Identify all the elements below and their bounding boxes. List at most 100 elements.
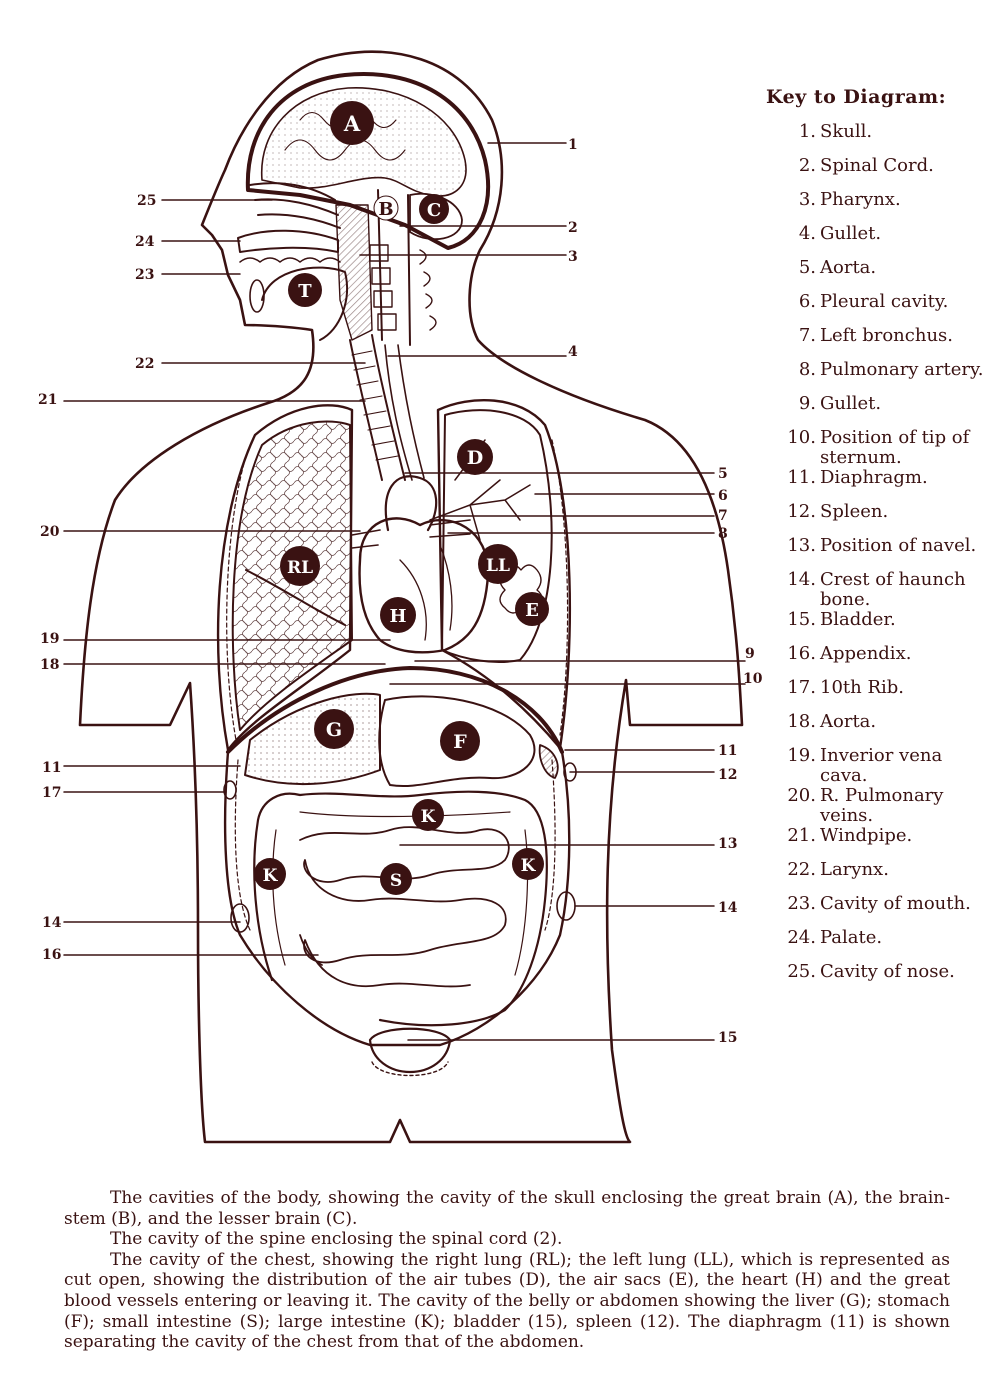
- region-d-label: D: [467, 447, 483, 469]
- key-item-number: 8.: [798, 359, 816, 380]
- key-item-label: Bladder.: [820, 609, 896, 630]
- chest-wall-left-inner: [551, 439, 569, 736]
- callout-23: 23: [135, 267, 154, 283]
- region-c-badge: C: [419, 194, 449, 224]
- region-e-badge: E: [515, 592, 549, 626]
- region-a-badge: A: [330, 101, 374, 145]
- region-k-badge: K: [254, 858, 286, 890]
- body-outline: [78, 50, 744, 1144]
- callout-25: 25: [137, 193, 156, 209]
- callout-16: 16: [42, 947, 61, 963]
- callout-2: 2: [568, 220, 578, 236]
- callout-numbers: 1 2 3 4 5 6 7 8 9 10 11 12 13 14 15 25 2…: [38, 137, 763, 1046]
- key-item-label: Crest of haunch bone.: [820, 569, 966, 610]
- key-item-label: Cavity of mouth.: [820, 893, 971, 914]
- region-ll-badge: LL: [478, 544, 518, 584]
- key-item: 1.Skull.: [762, 122, 994, 156]
- key-item-number: 21.: [787, 825, 816, 846]
- callout-1: 1: [568, 137, 578, 153]
- windpipe-rings: [351, 350, 399, 461]
- key-item-number: 19.: [787, 745, 816, 766]
- pelvis-outline: [371, 1061, 449, 1077]
- region-f-label: F: [453, 731, 467, 753]
- region-b-badge: B: [373, 195, 399, 221]
- callout-14-left: 14: [42, 915, 62, 931]
- bladder: [368, 1027, 452, 1074]
- region-rl-badge: RL: [280, 546, 320, 586]
- heart: [358, 517, 490, 654]
- large-intestine: [253, 790, 548, 1027]
- region-badges: A B C T D RL LL E H G F K K K S: [254, 101, 549, 895]
- key-item-number: 12.: [787, 501, 816, 522]
- small-intestine: [299, 826, 510, 988]
- key-item-number: 18.: [787, 711, 816, 732]
- key-item-label: Cavity of nose.: [820, 961, 955, 982]
- tenth-rib: [223, 780, 237, 800]
- key-item: 19.Inverior vena cava.: [762, 746, 994, 786]
- pulmonary-vessels: [351, 519, 471, 549]
- key-item: 4.Gullet.: [762, 224, 994, 258]
- key-item: 17.10th Rib.: [762, 678, 994, 712]
- callout-3: 3: [568, 249, 578, 265]
- region-a-label: A: [343, 111, 361, 136]
- windpipe: [349, 334, 406, 481]
- key-item: 15.Bladder.: [762, 610, 994, 644]
- key-item-label: Aorta.: [820, 257, 877, 278]
- callout-17: 17: [42, 785, 61, 801]
- liver: [244, 692, 381, 786]
- callout-14: 14: [718, 900, 738, 916]
- key-item-label: Pleural cavity.: [820, 291, 949, 312]
- key-item: 13.Position of navel.: [762, 536, 994, 570]
- key-item-number: 3.: [798, 189, 816, 210]
- key-item: 7.Left bronchus.: [762, 326, 994, 360]
- caption-paragraph: The cavity of the chest, showing the rig…: [64, 1249, 950, 1353]
- region-g-label: G: [326, 719, 342, 741]
- caption-paragraph: The cavity of the spine enclosing the sp…: [110, 1229, 563, 1250]
- key-item-label: Windpipe.: [820, 825, 913, 846]
- key-item: 25.Cavity of nose.: [762, 962, 994, 996]
- key-item-label: 10th Rib.: [820, 677, 905, 698]
- key-item-number: 20.: [787, 785, 816, 806]
- callout-9: 9: [745, 646, 755, 662]
- key-item-number: 2.: [798, 155, 816, 176]
- key-item-number: 1.: [798, 121, 816, 142]
- key-item-number: 24.: [787, 927, 816, 948]
- key-item-number: 14.: [787, 569, 816, 590]
- key-item-label: Pulmonary artery.: [820, 359, 984, 380]
- callout-4: 4: [568, 344, 578, 360]
- region-k-label: K: [263, 866, 279, 886]
- skull-cavity: [245, 72, 491, 250]
- region-k-label: K: [421, 807, 437, 827]
- callout-13: 13: [718, 836, 737, 852]
- callout-19: 19: [40, 631, 59, 647]
- key-item-number: 5.: [798, 257, 816, 278]
- key-item-label: Left bronchus.: [820, 325, 954, 346]
- key-item: 12.Spleen.: [762, 502, 994, 536]
- key-item: 5.Aorta.: [762, 258, 994, 292]
- region-c-label: C: [427, 200, 441, 221]
- leader-lines-left: [63, 199, 391, 956]
- callout-15: 15: [718, 1030, 737, 1046]
- callout-18: 18: [40, 657, 59, 673]
- key-item-label: Skull.: [820, 121, 873, 142]
- chest-wall-right: [216, 404, 354, 752]
- key-item-label: Diaphragm.: [820, 467, 928, 488]
- spleen: [538, 744, 559, 779]
- region-e-label: E: [525, 600, 539, 621]
- key-item-number: 9.: [798, 393, 816, 414]
- leader-lines-right: [359, 142, 746, 1041]
- chest-wall-right-inner: [226, 449, 249, 741]
- diagram-key: Key to Diagram: 1.Skull.2.Spinal Cord.3.…: [762, 86, 994, 996]
- stomach: [378, 695, 536, 787]
- key-item-label: Appendix.: [820, 643, 912, 664]
- key-item: 9.Gullet.: [762, 394, 994, 428]
- callout-7: 7: [718, 508, 728, 524]
- callout-11-left: 11: [42, 760, 61, 776]
- key-item-number: 13.: [787, 535, 816, 556]
- key-item-label: Palate.: [820, 927, 883, 948]
- key-item-label: Aorta.: [820, 711, 877, 732]
- region-k-badge: K: [412, 799, 444, 831]
- region-k-badge: K: [512, 848, 544, 880]
- key-item-label: Position of tip of sternum.: [820, 427, 970, 468]
- vertebra: [371, 267, 391, 285]
